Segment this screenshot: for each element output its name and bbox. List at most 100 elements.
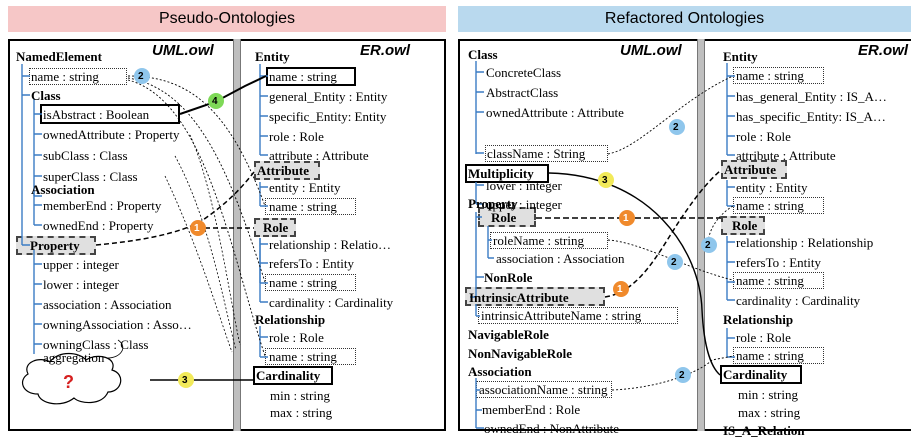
highlight-r-er-role	[721, 216, 765, 235]
er-name1: name : string	[269, 69, 337, 84]
badge-3-left: 3	[182, 375, 188, 386]
uml-owning-association: owningAssociation : Asso…	[43, 317, 192, 332]
unknown-mapping-question: ?	[63, 372, 74, 392]
er-role-attr: role : Role	[269, 129, 324, 144]
r-uml-role-name: roleName : string	[493, 233, 584, 248]
r-er-has-general: has_general_Entity : IS_A…	[736, 89, 887, 104]
highlight-property	[16, 236, 96, 255]
uml-owned-attribute: ownedAttribute : Property	[43, 127, 180, 142]
highlight-r-class-name	[485, 145, 608, 162]
uml-upper: upper : integer	[43, 257, 119, 272]
r-uml-association: Association	[468, 364, 532, 379]
highlight-r-intrinsic-attribute	[465, 287, 605, 306]
uml-owning-class: owningClass : Class	[43, 337, 149, 352]
r-uml-lower: lower : integer	[486, 178, 562, 193]
r-uml-upper: upper : integer	[486, 197, 562, 212]
r-er-name3: name : string	[736, 273, 804, 288]
highlight-er-role	[254, 218, 296, 237]
highlight-r-multiplicity	[465, 164, 549, 183]
highlight-er-attribute	[254, 161, 320, 180]
uml-ne-name: name : string	[31, 69, 99, 84]
er-cardinality-attr: cardinality : Cardinality	[269, 295, 394, 310]
r-uml-class: Class	[468, 47, 498, 62]
r-uml-role: Role	[491, 210, 517, 225]
r-er-entity-attr: entity : Entity	[736, 180, 808, 195]
r-uml-member-end: memberEnd : Role	[482, 402, 581, 417]
badge-2a-right: 2	[673, 122, 679, 133]
r-er-max: max : string	[738, 405, 801, 420]
uml-association: Association	[31, 182, 95, 197]
highlight-er-cardinality	[253, 366, 333, 385]
right-header: Refactored Ontologies	[458, 6, 911, 32]
r-uml-concrete-class: ConcreteClass	[486, 65, 562, 80]
r-er-has-specific: has_specific_Entity: IS_A…	[736, 109, 886, 124]
r-uml-abstract-class: AbstractClass	[486, 85, 559, 100]
r-uml-navigable-role: NavigableRole	[468, 327, 549, 342]
uml-member-end: memberEnd : Property	[43, 198, 162, 213]
uml-named-element: NamedElement	[16, 49, 102, 64]
highlight-r-er-attribute	[721, 160, 787, 179]
badge-1-left: 1	[194, 223, 200, 234]
er-entity: Entity	[255, 49, 290, 64]
er-rel-role: role : Role	[269, 330, 324, 345]
badge-2c-right: 2	[705, 240, 711, 251]
er-relationship-attr: relationship : Relatio…	[269, 237, 392, 252]
r-er-attribute: Attribute	[724, 162, 776, 177]
r-er-rel-role: role : Role	[736, 330, 791, 345]
r-uml-intrinsic-attribute: IntrinsicAttribute	[469, 290, 569, 305]
er-general-entity: general_Entity : Entity	[269, 89, 388, 104]
er-min: min : string	[270, 388, 330, 403]
r-uml-multiplicity: Multiplicity	[468, 166, 534, 181]
r-er-name4: name : string	[736, 348, 804, 363]
r-uml-owned-attribute: ownedAttribute : Attribute	[486, 105, 624, 120]
r-er-relationship: Relationship	[723, 312, 794, 327]
r-uml-owned-end: ownedEnd : NonAttribute	[484, 421, 620, 436]
er-name3: name : string	[269, 275, 337, 290]
er-relationship: Relationship	[255, 312, 326, 327]
highlight-r-er-name3	[733, 272, 824, 289]
question-cloud	[21, 352, 122, 405]
r-er-attribute-attr: attribute : Attribute	[736, 148, 836, 163]
er-attribute: Attribute	[257, 163, 309, 178]
r-uml-property: Property	[468, 196, 518, 211]
r-er-role-attr: role : Role	[736, 129, 791, 144]
r-er-is-a-relation: IS_A_Relation	[723, 423, 805, 438]
badge-2d-right: 2	[679, 370, 685, 381]
r-er-role: Role	[732, 218, 758, 233]
r-uml-non-navigable-role: NonNavigableRole	[468, 346, 572, 361]
er-refers-to: refersTo : Entity	[269, 256, 355, 271]
uml-is-abstract: isAbstract : Boolean	[43, 107, 150, 122]
highlight-r-er-name4	[733, 347, 824, 364]
badge-3-right: 3	[602, 175, 608, 186]
r-uml-association-attr: association : Association	[496, 251, 625, 266]
refactored-ontologies-panel	[458, 39, 911, 431]
left-header: Pseudo-Ontologies	[8, 6, 446, 32]
r-er-entity: Entity	[723, 49, 758, 64]
badge-2-left: 2	[138, 71, 144, 82]
r-er-name2: name : string	[736, 198, 804, 213]
r-er-relationship-attr: relationship : Relationship	[736, 235, 874, 250]
left-panel-divider	[233, 39, 241, 431]
badge-2b-right: 2	[671, 257, 677, 268]
uml-property: Property	[30, 238, 80, 253]
r-uml-intrinsic-attribute-name: intrinsicAttributeName : string	[481, 308, 642, 323]
r-uml-association-name: associationName : string	[479, 382, 608, 397]
right-er-owl-title: ER.owl	[858, 42, 909, 59]
uml-association-attr: association : Association	[43, 297, 172, 312]
er-entity-attr: entity : Entity	[269, 180, 341, 195]
er-name2: name : string	[269, 199, 337, 214]
right-panel-divider	[697, 39, 705, 431]
left-uml-owl-title: UML.owl	[152, 42, 214, 59]
uml-class: Class	[31, 88, 61, 103]
er-attribute-attr: attribute : Attribute	[269, 148, 369, 163]
highlight-r-er-cardinality	[720, 365, 802, 384]
badge-4-left: 4	[212, 96, 218, 107]
r-er-refers-to: refersTo : Entity	[736, 255, 822, 270]
r-er-cardinality: Cardinality	[723, 367, 788, 382]
badge-1a-right: 1	[623, 213, 629, 224]
uml-super-class: superClass : Class	[43, 169, 138, 184]
r-er-name1: name : string	[736, 68, 804, 83]
er-specific-entity: specific_Entity: Entity	[269, 109, 387, 124]
er-role: Role	[263, 220, 289, 235]
